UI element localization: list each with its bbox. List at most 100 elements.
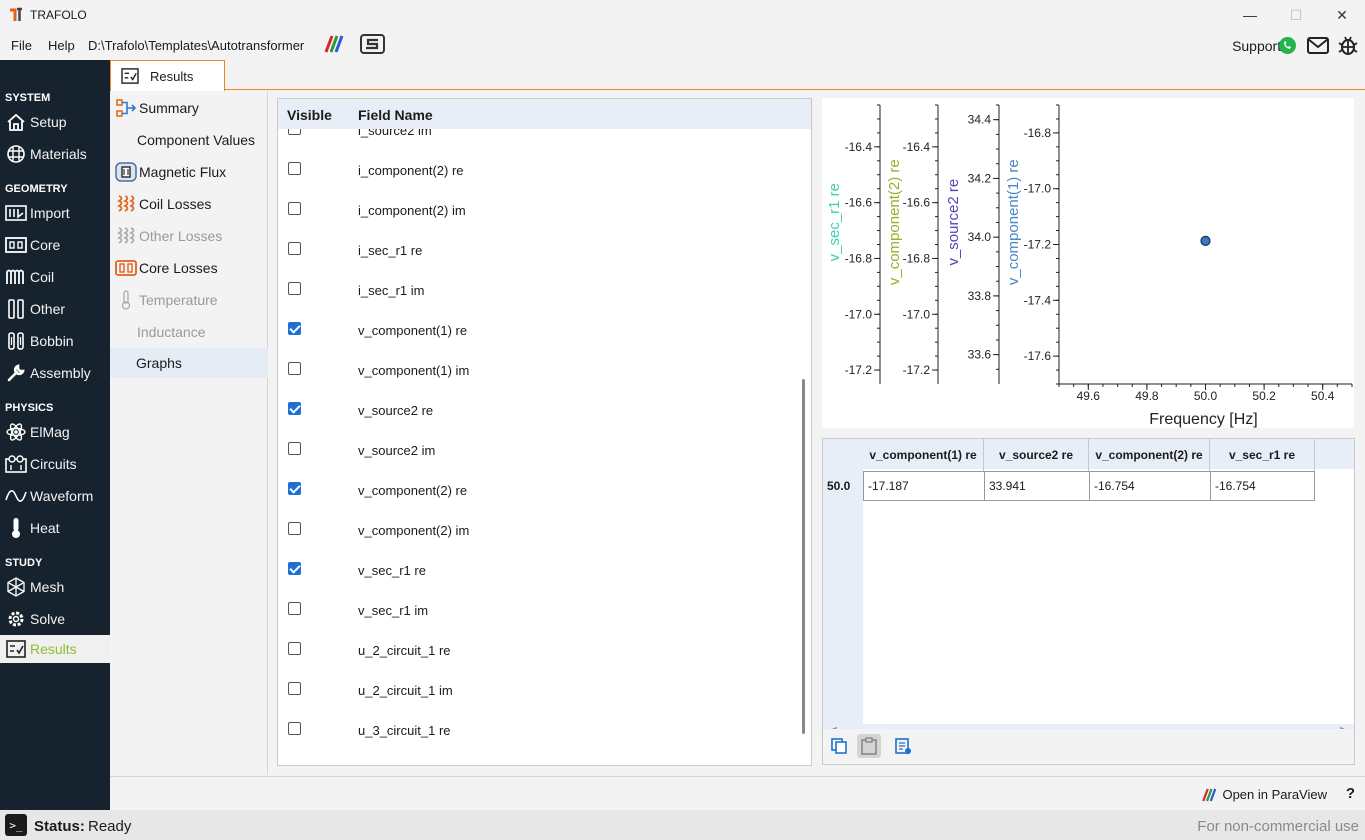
sidebar-item-heat[interactable]: Heat <box>0 514 110 542</box>
support-label: Support: <box>1232 38 1285 54</box>
close-button[interactable]: ✕ <box>1336 6 1348 23</box>
subnav-inductance[interactable]: Inductance <box>110 317 268 347</box>
open-in-paraview-button[interactable]: Open in ParaView <box>1201 787 1327 802</box>
table-row[interactable]: v_component(1) re <box>278 309 798 349</box>
subnav-other-losses[interactable]: Other Losses <box>110 221 268 251</box>
visible-checkbox[interactable] <box>288 202 301 215</box>
y-tick-label: 34.0 <box>968 230 992 244</box>
bug-report-icon[interactable] <box>1338 35 1358 56</box>
visible-checkbox[interactable] <box>288 402 301 415</box>
sidebar-item-other[interactable]: Other <box>0 295 110 323</box>
visible-checkbox[interactable] <box>288 322 301 335</box>
subnav-coil-losses[interactable]: Coil Losses <box>110 189 268 219</box>
table-row[interactable]: v_component(1) im <box>278 349 798 389</box>
table-cell[interactable]: -16.754 <box>1089 471 1211 501</box>
subnav-label: Other Losses <box>139 228 223 244</box>
visible-checkbox[interactable] <box>288 722 301 735</box>
sidebar-item-elmag[interactable]: ElMag <box>0 418 110 446</box>
table-cell[interactable]: -16.754 <box>1210 471 1315 501</box>
subnav-graphs[interactable]: Graphs <box>110 348 268 378</box>
visible-checkbox[interactable] <box>288 682 301 695</box>
col-visible-header: Visible <box>287 107 332 123</box>
salome-icon[interactable] <box>360 34 385 54</box>
visible-checkbox[interactable] <box>288 362 301 375</box>
table-row[interactable]: u_2_circuit_1 im <box>278 669 798 709</box>
y-tick-label: -16.8 <box>1024 126 1052 140</box>
sidebar-item-waveform[interactable]: Waveform <box>0 482 110 510</box>
subnav-core-losses[interactable]: Core Losses <box>110 253 268 283</box>
data-point[interactable] <box>1200 235 1211 246</box>
sidebar-item-circuits[interactable]: Circuits <box>0 450 110 478</box>
sidebar-item-solve[interactable]: Solve <box>0 605 110 633</box>
table-row[interactable]: v_component(2) im <box>278 509 798 549</box>
maximize-button[interactable]: ☐ <box>1289 6 1303 23</box>
table-row[interactable]: v_sec_r1 im <box>278 589 798 629</box>
sidebar-item-label: Setup <box>30 114 67 130</box>
subnav-label: Inductance <box>137 324 206 340</box>
menu-bar: File Help D:\Trafolo\Templates\Autotrans… <box>0 30 1365 60</box>
subnav-temperature[interactable]: Temperature <box>110 285 268 315</box>
terminal-icon[interactable]: >_ <box>5 814 27 836</box>
sidebar-item-materials[interactable]: Materials <box>0 140 110 168</box>
sidebar-item-import[interactable]: Import <box>0 199 110 227</box>
visible-checkbox[interactable] <box>288 162 301 175</box>
visible-checkbox[interactable] <box>288 602 301 615</box>
table-cell[interactable]: -17.187 <box>863 471 985 501</box>
menu-file[interactable]: File <box>11 38 32 53</box>
table-row[interactable]: v_source2 im <box>278 429 798 469</box>
sidebar-item-results[interactable]: Results <box>0 635 110 663</box>
table-row[interactable]: i_component(2) re <box>278 149 798 189</box>
visible-checkbox[interactable] <box>288 282 301 295</box>
table-body <box>863 469 1354 724</box>
table-row[interactable]: i_sec_r1 re <box>278 229 798 269</box>
visible-checkbox[interactable] <box>288 482 301 495</box>
table-row[interactable]: u_3_circuit_1 re <box>278 709 798 749</box>
field-list-scrollbar[interactable] <box>802 379 805 734</box>
y-axis-label: v_component(2) re <box>886 159 903 285</box>
sidebar-item-core[interactable]: Core <box>0 231 110 259</box>
table-row[interactable]: v_component(2) re <box>278 469 798 509</box>
minimize-button[interactable]: — <box>1243 7 1257 23</box>
table-row[interactable]: u_2_circuit_1 re <box>278 629 798 669</box>
sidebar-item-assembly[interactable]: Assembly <box>0 359 110 387</box>
table-row[interactable]: v_source2 re <box>278 389 798 429</box>
results-icon <box>121 68 139 84</box>
title-bar: TRAFOLO — ☐ ✕ <box>0 0 1365 30</box>
visible-checkbox[interactable] <box>288 642 301 655</box>
table-row[interactable]: i_sec_r1 im <box>278 269 798 309</box>
sidebar-item-mesh[interactable]: Mesh <box>0 573 110 601</box>
table-cell[interactable]: 33.941 <box>984 471 1090 501</box>
table-header[interactable]: v_source2 re <box>984 439 1089 471</box>
table-header[interactable]: v_component(2) re <box>1089 439 1210 471</box>
table-row[interactable]: i_component(2) im <box>278 189 798 229</box>
sidebar-item-setup[interactable]: Setup <box>0 108 110 136</box>
status-value: Ready <box>88 818 132 835</box>
export-icon[interactable] <box>891 734 915 758</box>
table-row[interactable]: v_sec_r1 re <box>278 549 798 589</box>
menu-help[interactable]: Help <box>48 38 75 53</box>
subnav-label: Temperature <box>139 292 218 308</box>
paraview-icon[interactable] <box>323 35 347 53</box>
visible-checkbox[interactable] <box>288 522 301 535</box>
mail-icon[interactable] <box>1307 37 1329 54</box>
x-tick-label: 49.6 <box>1077 389 1101 403</box>
sidebar-item-label: Mesh <box>30 579 65 595</box>
sidebar-item-coil[interactable]: Coil <box>0 263 110 291</box>
y-tick-label: -17.0 <box>845 307 873 321</box>
table-header[interactable]: v_sec_r1 re <box>1210 439 1315 471</box>
tab-results[interactable]: Results <box>110 60 225 91</box>
subnav-magnetic-flux[interactable]: Magnetic Flux <box>110 157 268 187</box>
subnav-component-values[interactable]: Component Values <box>110 125 268 155</box>
copy-icon[interactable] <box>827 734 851 758</box>
subnav-summary[interactable]: Summary <box>110 93 268 123</box>
help-button[interactable]: ? <box>1345 785 1355 802</box>
visible-checkbox[interactable] <box>288 442 301 455</box>
sidebar-item-bobbin[interactable]: Bobbin <box>0 327 110 355</box>
visible-checkbox[interactable] <box>288 562 301 575</box>
y-tick-label: 33.6 <box>968 348 992 362</box>
table-header[interactable]: v_component(1) re <box>863 439 984 471</box>
field-list-header: Visible Field Name <box>278 99 811 129</box>
paste-icon[interactable] <box>857 734 881 758</box>
whatsapp-icon[interactable] <box>1278 36 1297 55</box>
visible-checkbox[interactable] <box>288 242 301 255</box>
